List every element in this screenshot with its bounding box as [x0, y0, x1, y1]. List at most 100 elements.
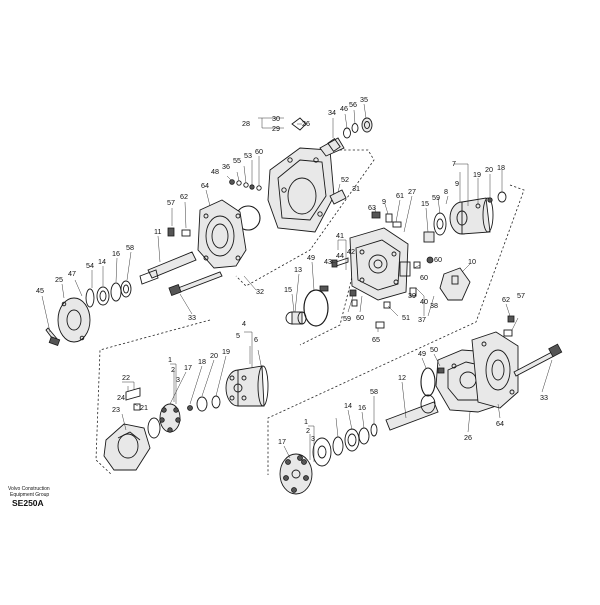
callout-40: 40	[420, 297, 428, 306]
callout-62-left: 62	[180, 192, 188, 201]
valve-block-center	[349, 227, 411, 301]
bolt-33-right	[513, 343, 563, 377]
front-flange-left	[197, 199, 247, 269]
callout-49-center: 49	[307, 253, 315, 262]
callout-43: 43	[324, 257, 332, 266]
callout-63: 63	[368, 203, 376, 212]
callout-59-center: 59	[343, 314, 351, 323]
callout-59-right: 59	[432, 193, 440, 202]
callout-3-middle: 3	[176, 375, 180, 384]
center-small-parts	[319, 211, 434, 329]
callout-1-bottom: 1	[304, 417, 308, 426]
callout-50: 50	[430, 345, 438, 354]
callout-3-bottom: 3	[311, 434, 315, 443]
pump-housing-right	[435, 331, 519, 413]
callout-28: 28	[242, 119, 250, 128]
callout-33-left: 33	[188, 313, 196, 322]
callout-35: 35	[360, 95, 368, 104]
footer-company-line2: Equipment Group	[10, 492, 49, 498]
callout-2-bottom: 2	[306, 426, 310, 435]
callout-37: 37	[418, 315, 426, 324]
callout-57-left: 57	[167, 198, 175, 207]
callout-23: 23	[112, 405, 120, 414]
callout-24: 24	[117, 393, 125, 402]
bolts-57-62-right	[503, 315, 515, 337]
callout-8: 8	[444, 187, 448, 196]
callout-19-middle: 19	[222, 347, 230, 356]
callout-27: 27	[408, 187, 416, 196]
top-right-fittings	[327, 117, 373, 153]
sleeve-15-center	[285, 311, 307, 325]
cover-25	[57, 297, 91, 343]
shaft-12	[385, 394, 439, 431]
callout-14-left: 14	[98, 257, 106, 266]
regulator-10	[439, 267, 471, 301]
callout-46: 46	[340, 104, 348, 113]
callout-26-bottom: 26	[464, 433, 472, 442]
callout-30: 30	[272, 114, 280, 123]
callout-9-center: 9	[382, 197, 386, 206]
callout-55: 55	[233, 156, 241, 165]
callout-16-right: 16	[358, 403, 366, 412]
callout-14-right: 14	[344, 401, 352, 410]
callout-labels: 30 28 29 26 34 46 56 35 48 36 55 53 60 5…	[36, 95, 548, 446]
shaft-11	[139, 251, 197, 285]
pin-43	[331, 257, 349, 268]
leader-lines	[41, 103, 553, 462]
cylinder-block-middle	[187, 365, 269, 412]
callout-18-right: 18	[497, 163, 505, 172]
callout-20-right: 20	[485, 165, 493, 174]
callout-22: 22	[122, 373, 130, 382]
assembly-dashline-center	[299, 264, 356, 346]
piston-set-middle	[147, 403, 181, 439]
callout-20-middle: 20	[210, 351, 218, 360]
callout-54: 54	[86, 261, 94, 270]
callout-52-top: 52	[341, 175, 349, 184]
callout-11: 11	[154, 227, 161, 236]
callout-39: 39	[408, 291, 416, 300]
callout-41: 41	[336, 231, 344, 240]
bolts-57-62	[167, 227, 191, 237]
shoe-plate-21	[125, 387, 141, 411]
callout-61: 61	[396, 191, 404, 200]
callout-64-left: 64	[201, 181, 209, 190]
callout-19-right: 19	[473, 170, 481, 179]
callout-1-middle: 1	[168, 355, 172, 364]
callout-25: 25	[55, 275, 63, 284]
callout-33-right: 33	[540, 393, 548, 402]
seal-stack-left	[85, 280, 132, 308]
callout-17-middle: 17	[184, 363, 192, 372]
callout-2-middle: 2	[171, 365, 175, 374]
callout-58-right: 58	[370, 387, 378, 396]
callout-6: 6	[254, 335, 258, 344]
callout-57-right: 57	[517, 291, 525, 300]
callout-56: 56	[349, 100, 357, 109]
bolt-33-top	[168, 271, 223, 296]
callout-15-center: 15	[284, 285, 292, 294]
callout-36: 36	[222, 162, 230, 171]
callout-60-center: 60	[356, 313, 364, 322]
callout-62-right: 62	[502, 295, 510, 304]
swash-plate-23	[103, 423, 151, 471]
callout-29: 29	[272, 124, 280, 133]
callout-15-right: 15	[421, 199, 429, 208]
callout-4: 4	[242, 319, 246, 328]
cylinder-block-right-top	[423, 191, 507, 243]
callout-21: 21	[140, 403, 148, 412]
callout-60-right-b: 60	[420, 273, 428, 282]
callout-60-right-a: 60	[434, 255, 442, 264]
callout-60-top: 60	[255, 147, 263, 156]
bolt-45	[45, 327, 61, 347]
callout-17-bottom: 17	[278, 437, 286, 446]
callout-9-right: 9	[455, 179, 459, 188]
callout-44: 44	[336, 251, 344, 260]
callout-26-top: 26	[302, 119, 310, 128]
footer-model: SE250A	[12, 498, 44, 508]
cylinder-block-bottom-right	[279, 453, 313, 495]
callout-5: 5	[236, 331, 240, 340]
oring-49-center	[303, 289, 329, 327]
callout-38: 38	[430, 301, 438, 310]
callout-16-left: 16	[112, 249, 120, 258]
callout-49-right: 49	[418, 349, 426, 358]
